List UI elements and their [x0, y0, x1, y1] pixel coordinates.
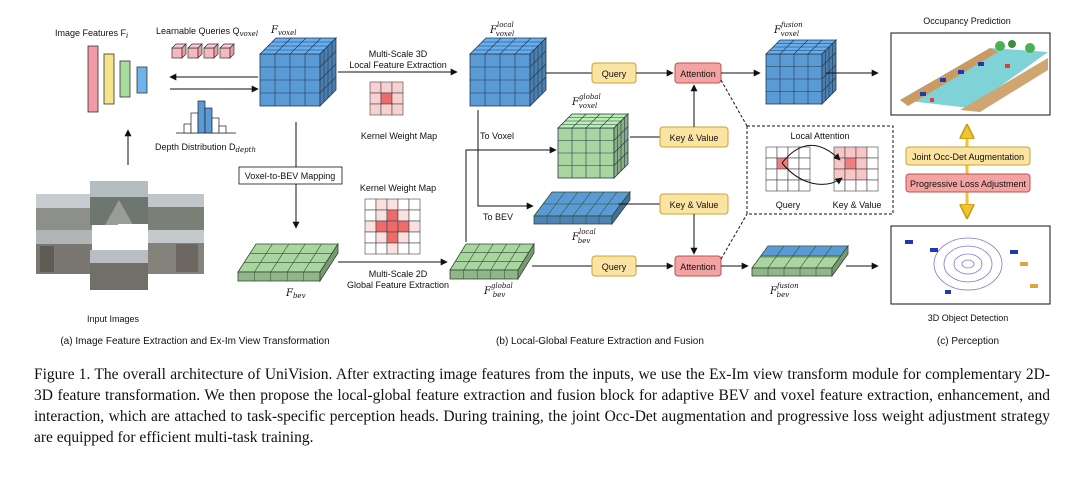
progressive-loss-label: Progressive Loss Adjustment	[910, 179, 1027, 189]
f-voxel-local-cube	[469, 37, 547, 107]
query-bottom-label: Query	[602, 262, 627, 272]
section-c-caption: (c) Perception	[937, 336, 999, 347]
pyramid-level-3	[119, 60, 131, 98]
f-bev-slab	[237, 242, 339, 283]
query-top-label: Query	[602, 69, 627, 79]
f-bev-label: Fbev	[285, 288, 306, 300]
f-bev-global-slab	[449, 242, 535, 281]
kernel-weight-map-3d	[369, 81, 404, 116]
f-bev-fusion-slab	[751, 244, 849, 278]
depth-distribution-histogram	[176, 100, 236, 134]
to-bev-label: To BEV	[483, 212, 513, 222]
f-bev-local-slab	[533, 190, 631, 226]
pyramid-level-2	[103, 53, 115, 105]
input-images-collage	[36, 181, 204, 290]
voxel-to-bev-label: Voxel-to-BEV Mapping	[245, 171, 336, 181]
local-attention-label: Local Attention	[790, 131, 849, 141]
learnable-queries-label: Learnable Queries Qvoxel	[156, 26, 258, 38]
zoom-line-top	[720, 79, 748, 127]
local-attention-arrow-top	[781, 144, 841, 164]
kv-bottom-label: Key & Value	[670, 200, 719, 210]
section-b-caption: (b) Local-Global Feature Extraction and …	[496, 336, 704, 347]
occupancy-prediction-image	[890, 32, 1051, 116]
local-attention-box	[746, 125, 894, 215]
object-detection-label: 3D Object Detection	[928, 313, 1009, 323]
section-a-caption: (a) Image Feature Extraction and Ex-Im V…	[60, 336, 329, 347]
to-bev-arrow	[477, 110, 534, 210]
image-features-label: Image Features Fi	[55, 28, 128, 40]
joint-aug-label: Joint Occ-Det Augmentation	[912, 152, 1024, 162]
ms3d-label-line1: Multi-Scale 3D	[369, 49, 428, 59]
occupancy-prediction-label: Occupancy Prediction	[923, 16, 1011, 26]
figure-caption: Figure 1. The overall architecture of Un…	[34, 366, 1050, 446]
progressive-loss-box	[905, 173, 1031, 193]
voxel-to-bev-box	[238, 166, 343, 185]
local-query-label: Query	[776, 200, 801, 210]
local-attention-arrow-bottom	[781, 162, 843, 185]
joint-aug-box	[905, 146, 1031, 166]
kernel-weight-map-bottom-label: Kernel Weight Map	[360, 183, 436, 193]
f-voxel-global-cube	[557, 113, 629, 179]
kv-top-label: Key & Value	[670, 133, 719, 143]
f-voxel-fusion-cube	[765, 39, 837, 105]
pyramid-level-4	[136, 66, 148, 94]
object-detection-image	[890, 225, 1051, 305]
kernel-weight-map-top-label: Kernel Weight Map	[361, 131, 437, 141]
ms2d-label-line1: Multi-Scale 2D	[369, 269, 428, 279]
attention-bottom-label: Attention	[680, 262, 716, 272]
depth-distribution-label: Depth Distribution Ddepth	[155, 142, 256, 154]
kernel-weight-map-2d	[364, 198, 421, 255]
to-voxel-label: To Voxel	[480, 131, 514, 141]
f-voxel-cube	[259, 37, 337, 107]
f-voxel-label: Fvoxel	[270, 25, 296, 37]
pyramid-level-1	[87, 45, 99, 113]
local-kv-label: Key & Value	[833, 200, 882, 210]
attention-top-label: Attention	[680, 69, 716, 79]
ms3d-label-line2: Local Feature Extraction	[349, 60, 447, 70]
to-voxel-arrow	[465, 146, 557, 242]
feature-pyramid	[87, 45, 148, 113]
local-attention-kv-grid	[833, 146, 879, 192]
learnable-query-cubes	[171, 43, 235, 59]
ms2d-label-line2: Global Feature Extraction	[347, 280, 449, 290]
zoom-line-bottom	[720, 213, 748, 260]
input-images-label: Input Images	[87, 314, 140, 324]
architecture-figure: Image Features Fi Learnable Queries Qvox…	[36, 16, 1051, 347]
